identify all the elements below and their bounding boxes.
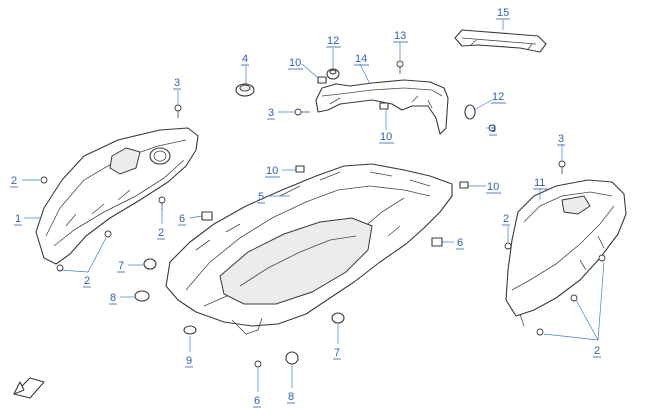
screw-13 <box>396 60 404 74</box>
grommet-8-left <box>134 290 150 302</box>
callout-8-bottom: 8 <box>288 391 294 403</box>
part-15-rear-grip-cover <box>454 29 547 53</box>
callout-8-left: 8 <box>110 292 116 304</box>
callout-6-bottom: 6 <box>254 395 260 407</box>
callout-2-left-b: 2 <box>158 227 164 239</box>
callout-3-right: 3 <box>558 133 564 145</box>
damper-7-bottom <box>331 312 345 324</box>
callout-6-right: 6 <box>457 237 463 249</box>
screw-6-bottom <box>254 360 262 368</box>
part-5-rear-undertray <box>165 163 453 335</box>
callout-labels: 15 13 12 4 10 14 3 3 10 12 3 3 2 1 2 2 1… <box>11 7 600 407</box>
screw-2-left-c <box>56 264 64 272</box>
callout-12-upper: 12 <box>327 35 339 47</box>
callout-2-right: 2 <box>503 213 509 225</box>
callout-3-left: 3 <box>174 77 180 89</box>
screw-2-right-b <box>570 294 578 302</box>
callout-10-upper: 10 <box>289 57 301 69</box>
nut-6-left <box>201 211 213 221</box>
nut-6-right <box>431 237 443 247</box>
callout-2-left-a: 2 <box>11 175 17 187</box>
callout-4: 4 <box>242 53 248 65</box>
leader-lines <box>22 20 605 392</box>
screw-3-right <box>558 160 566 174</box>
callout-10-bracket: 10 <box>380 131 392 143</box>
callout-7-bottom: 7 <box>334 347 340 359</box>
callout-9: 9 <box>186 355 192 367</box>
callout-11: 11 <box>534 177 545 189</box>
damper-7-left <box>143 258 157 270</box>
callout-2-left-c: 2 <box>84 275 90 287</box>
part-4-grommet <box>235 83 255 97</box>
callout-2-right-bottom: 2 <box>594 345 600 357</box>
callout-13: 13 <box>394 30 406 42</box>
clip-10-left <box>295 165 305 173</box>
callout-1: 1 <box>15 213 21 225</box>
callout-12-right: 12 <box>492 91 504 103</box>
screw-2-left-a <box>40 176 48 184</box>
callout-10-right: 10 <box>487 181 499 193</box>
callout-15: 15 <box>497 7 509 19</box>
callout-5: 5 <box>258 191 264 203</box>
screw-3-left-top <box>174 104 182 118</box>
callout-3-right-upper: 3 <box>490 123 496 135</box>
screw-2-left-d <box>104 230 112 238</box>
clip-10-right <box>459 181 469 189</box>
clip-9 <box>183 325 197 335</box>
callout-10-left: 10 <box>266 165 278 177</box>
callout-underlines <box>10 18 601 408</box>
part-14-upper-bracket <box>315 79 449 135</box>
grommet-8-bottom <box>285 351 299 365</box>
part-11-right-side-cover <box>505 179 627 327</box>
callout-7-left: 7 <box>118 260 124 272</box>
part-10-clip-upper <box>317 76 327 84</box>
screw-2-right-a <box>504 242 512 250</box>
screw-2-right-c <box>536 328 544 336</box>
part-12-damper-right <box>464 104 476 120</box>
screw-2-right-d <box>598 254 606 262</box>
callout-14: 14 <box>355 53 367 65</box>
callout-3-upper: 3 <box>268 107 274 119</box>
callout-6-left: 6 <box>179 213 185 225</box>
part-1-left-side-cover <box>35 127 199 265</box>
part-12-damper-upper <box>326 68 340 80</box>
screw-3-upper <box>294 108 310 116</box>
front-direction-arrow-icon <box>13 377 45 399</box>
